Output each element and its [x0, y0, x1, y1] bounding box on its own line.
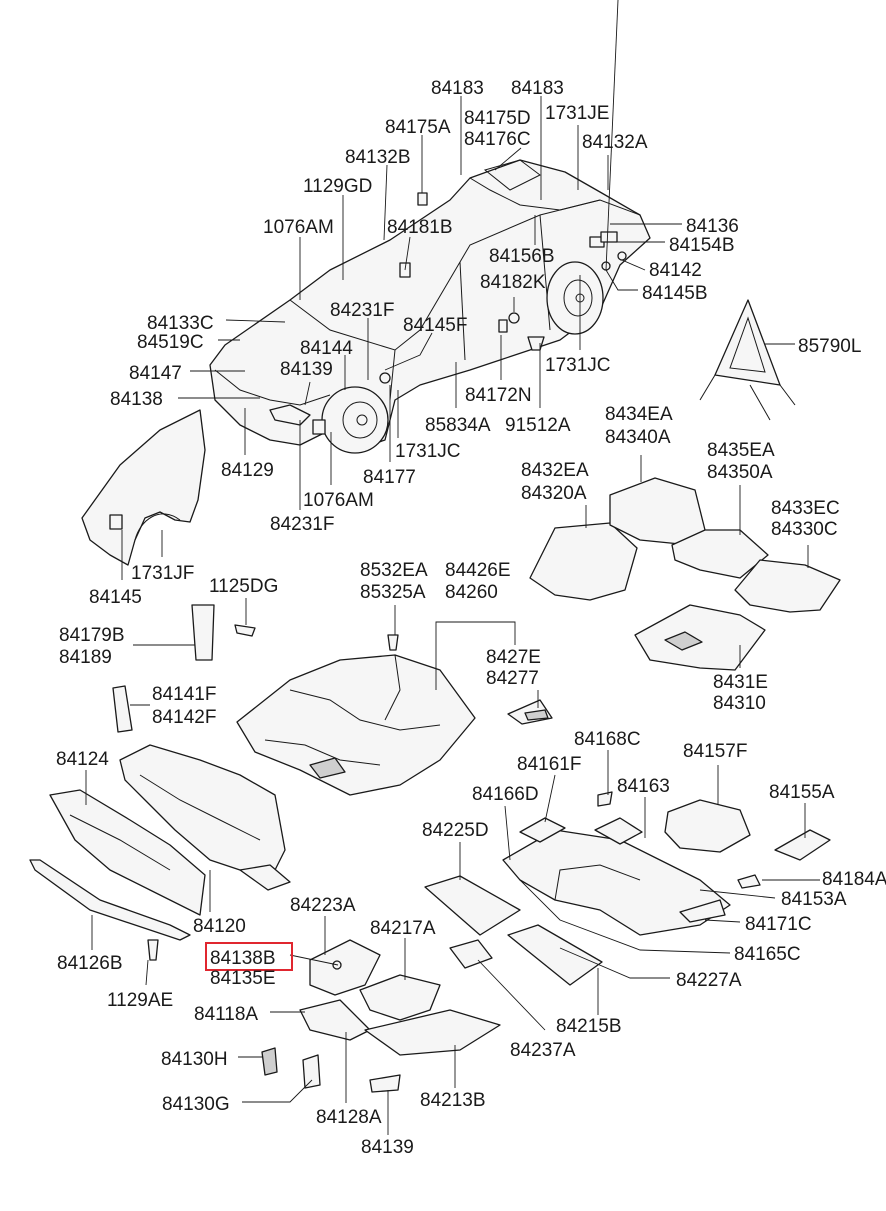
part-label: 84136 [686, 216, 739, 237]
part-label: 1076AM [303, 490, 374, 511]
part-label: 84184A [822, 869, 886, 890]
part-label: 84225D [422, 820, 489, 841]
part-label: 84130G [162, 1094, 230, 1115]
part-label: 84144 [300, 338, 353, 359]
part-label: 85834A [425, 415, 491, 436]
part-label: 84183 [431, 78, 484, 99]
part-label: 8432EA [521, 460, 589, 481]
part-label: 84147 [129, 363, 182, 384]
floor-carpet-part [236, 654, 476, 796]
part-label: 84156B [489, 246, 555, 267]
dash-panel-part [29, 744, 291, 961]
part-label: 84157F [683, 741, 747, 762]
part-label: 84175A [385, 117, 451, 138]
part-label: 84132A [582, 132, 648, 153]
part-label: 84139 [280, 359, 333, 380]
part-label: 84171C [745, 914, 812, 935]
part-label: 84141F [152, 684, 216, 705]
part-label: 84176C [464, 129, 531, 150]
part-label: 91512A [505, 415, 571, 436]
part-label: 1731JC [395, 441, 461, 462]
part-label: 84165C [734, 944, 801, 965]
part-label: 8434EA [605, 404, 673, 425]
part-label: 84182K [480, 272, 546, 293]
part-label: 84129 [221, 460, 274, 481]
part-label: 84215B [556, 1016, 622, 1037]
small-clips [112, 604, 553, 733]
part-label: 84124 [56, 749, 109, 770]
part-label: 84277 [486, 668, 539, 689]
part-label: 1731JF [131, 563, 194, 584]
part-label: 1129AE [107, 990, 173, 1011]
floor-mats [529, 477, 841, 671]
part-label: 84161F [517, 754, 581, 775]
part-label: 1129GD [303, 176, 372, 197]
part-label: 1731JE [545, 103, 609, 124]
part-label: 84132B [345, 147, 411, 168]
part-label: 84175D [464, 108, 531, 129]
part-label: 8431E [713, 672, 768, 693]
part-label: 84145B [642, 283, 708, 304]
part-label: 84320A [521, 483, 587, 504]
part-label: 84138 [110, 389, 163, 410]
part-label: 84154B [669, 235, 735, 256]
part-label: 1731JC [545, 355, 611, 376]
part-label: 84310 [713, 693, 766, 714]
rear-floor-pad-part [261, 939, 501, 1093]
part-label: 84139 [361, 1137, 414, 1158]
part-label: 85790L [798, 336, 861, 357]
part-label: 84145 [89, 587, 142, 608]
insulation-pads [424, 791, 831, 986]
part-label: 1076AM [263, 217, 334, 238]
part-label: 84135E [210, 968, 276, 989]
part-label: 84213B [420, 1090, 486, 1111]
part-label: 84231F [330, 300, 394, 321]
part-label: 84227A [676, 970, 742, 991]
part-label: 84166D [472, 784, 539, 805]
part-label: 84133C [147, 313, 214, 334]
part-label: 8427E [486, 647, 541, 668]
part-label: 84172N [465, 385, 532, 406]
part-label: 84340A [605, 427, 671, 448]
part-label: 84350A [707, 462, 773, 483]
part-label: 84330C [771, 519, 838, 540]
warning-triangle-part [699, 299, 796, 421]
leader-lines [85, 0, 820, 1135]
part-label: 8433EC [771, 498, 840, 519]
part-label: 84126B [57, 953, 123, 974]
part-labels: 84183 84183 84175D 84175A 1731JE 84176C … [56, 78, 886, 1158]
part-label: 8435EA [707, 440, 775, 461]
part-label: 85325A [360, 582, 426, 603]
part-label: 84138B [210, 948, 276, 969]
part-label: 84183 [511, 78, 564, 99]
part-label: 84163 [617, 776, 670, 797]
part-label: 84217A [370, 918, 436, 939]
part-label: 84142 [649, 260, 702, 281]
part-label: 84260 [445, 582, 498, 603]
part-label: 84142F [152, 707, 216, 728]
part-label: 84181B [387, 217, 453, 238]
part-label: 84189 [59, 647, 112, 668]
part-label: 84155A [769, 782, 835, 803]
part-label: 84118A [194, 1004, 258, 1025]
part-label: 8532EA [360, 560, 428, 581]
part-label: 84153A [781, 889, 847, 910]
part-label: 84223A [290, 895, 356, 916]
part-label: 84426E [445, 560, 511, 581]
fender-part [81, 409, 206, 566]
highlight-box [205, 942, 293, 971]
part-label: 84145F [403, 315, 467, 336]
part-label: 84179B [59, 625, 125, 646]
part-label: 84237A [510, 1040, 576, 1061]
part-label: 84177 [363, 467, 416, 488]
part-label: 84128A [316, 1107, 382, 1128]
part-label: 84168C [574, 729, 641, 750]
part-label: 84130H [161, 1049, 228, 1070]
part-label: 84231F [270, 514, 334, 535]
part-label: 84120 [193, 916, 246, 937]
part-label: 1125DG [209, 576, 278, 597]
part-label: 84519C [137, 332, 204, 353]
car-body [209, 159, 651, 454]
